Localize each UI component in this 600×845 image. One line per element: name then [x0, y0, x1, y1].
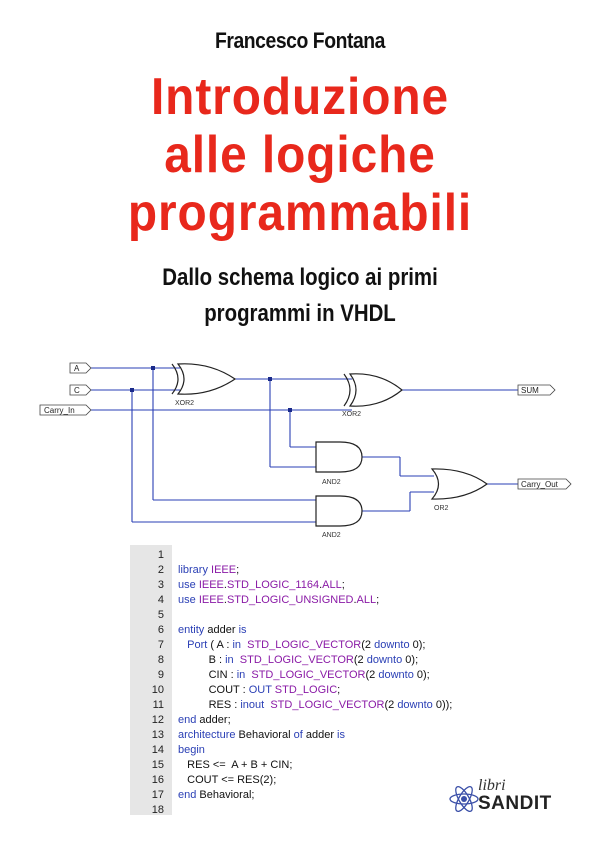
atom-icon [449, 785, 479, 813]
line-number: 15 [151, 759, 164, 771]
code-line: RES <= A + B + CIN; [187, 759, 293, 771]
line-number: 4 [157, 594, 164, 606]
output-label-carry-out: Carry_Out [521, 480, 559, 489]
junction-c [130, 388, 134, 392]
xor-gate-2-arc [343, 373, 351, 407]
code-line: end adder; [178, 714, 231, 726]
book-title: Introduzione alle logiche programmabili [0, 68, 600, 242]
line-number: 1 [157, 549, 164, 561]
gate-label-or: OR2 [434, 505, 449, 512]
publisher-logo: libri SANDIT [448, 775, 568, 825]
code-body: library IEEE; use IEEE.STD_LOGIC_1164.ALL… [178, 545, 463, 815]
gate-label-and2: AND2 [322, 532, 341, 539]
code-line: B : in STD_LOGIC_VECTOR(2 downto 0); [208, 654, 419, 666]
or-gate [430, 468, 489, 500]
code-line: CIN : in STD_LOGIC_VECTOR(2 downto 0); [208, 669, 430, 681]
code-line: COUT <= RES(2); [187, 774, 277, 786]
code-line: COUT : OUT STD_LOGIC; [208, 684, 341, 696]
line-number: 14 [151, 744, 164, 756]
subtitle-line-1: Dallo schema logico ai primi [162, 264, 438, 291]
gate-label-xor1: XOR2 [175, 400, 194, 407]
code-line: RES : inout STD_LOGIC_VECTOR(2 downto 0)… [208, 699, 453, 711]
line-number: 17 [151, 789, 164, 801]
xor-gate-1 [176, 363, 237, 395]
author-name: Francesco Fontana [214, 28, 386, 53]
and-gate-1 [315, 441, 363, 473]
input-label-c: C [74, 386, 80, 395]
adder-circuit-diagram: XOR2 XOR2 AND2 AND2 OR2 A C Carry_In SUM… [39, 362, 572, 539]
junction-a [151, 366, 155, 370]
title-line-1: Introduzione [150, 68, 450, 126]
input-label-carry-in: Carry_In [44, 406, 75, 415]
and-gate-2 [315, 495, 363, 527]
input-label-a: A [74, 364, 80, 373]
line-number: 8 [157, 654, 164, 666]
line-number: 10 [151, 684, 164, 696]
junction-xor1 [268, 377, 272, 381]
publisher-prefix: libri [478, 777, 506, 794]
code-line: entity adder is [178, 624, 247, 636]
publisher-name: SANDIT [478, 793, 552, 814]
book-subtitle: Dallo schema logico ai primi programmi i… [0, 260, 600, 332]
line-number: 18 [151, 804, 164, 816]
gate-label-xor2: XOR2 [342, 411, 361, 418]
code-line: Port ( A : in STD_LOGIC_VECTOR(2 downto … [187, 639, 426, 651]
line-number: 6 [157, 624, 164, 636]
input-pin-carry-in [39, 404, 92, 416]
line-number: 7 [157, 639, 164, 651]
line-number: 12 [151, 714, 164, 726]
line-number: 11 [152, 699, 164, 711]
line-number: 5 [157, 609, 164, 621]
line-number: 13 [151, 729, 164, 741]
line-number: 16 [151, 774, 164, 786]
gate-label-and1: AND2 [322, 479, 341, 486]
junction-cin [288, 408, 292, 412]
line-number: 2 [157, 564, 164, 576]
output-pin-carry-out [517, 478, 572, 490]
code-line: end Behavioral; [178, 789, 255, 801]
title-line-3: programmabili [127, 184, 473, 242]
output-label-sum: SUM [521, 386, 539, 395]
code-line: architecture Behavioral of adder is [178, 729, 345, 741]
code-line: library IEEE; [178, 564, 240, 576]
xor-gate-2 [348, 373, 403, 407]
line-number: 3 [157, 579, 164, 591]
xor-gate-1-arc [171, 363, 179, 395]
line-number: 9 [157, 669, 164, 681]
title-line-2: alle logiche [164, 126, 436, 184]
code-line: use IEEE.STD_LOGIC_UNSIGNED.ALL; [178, 594, 380, 606]
output-pin-sum [517, 384, 556, 396]
code-line: begin [178, 744, 205, 756]
input-pin-a [69, 362, 92, 374]
input-pin-c [69, 384, 92, 396]
subtitle-line-2: programmi in VHDL [204, 300, 396, 327]
code-line: use IEEE.STD_LOGIC_1164.ALL; [178, 579, 345, 591]
